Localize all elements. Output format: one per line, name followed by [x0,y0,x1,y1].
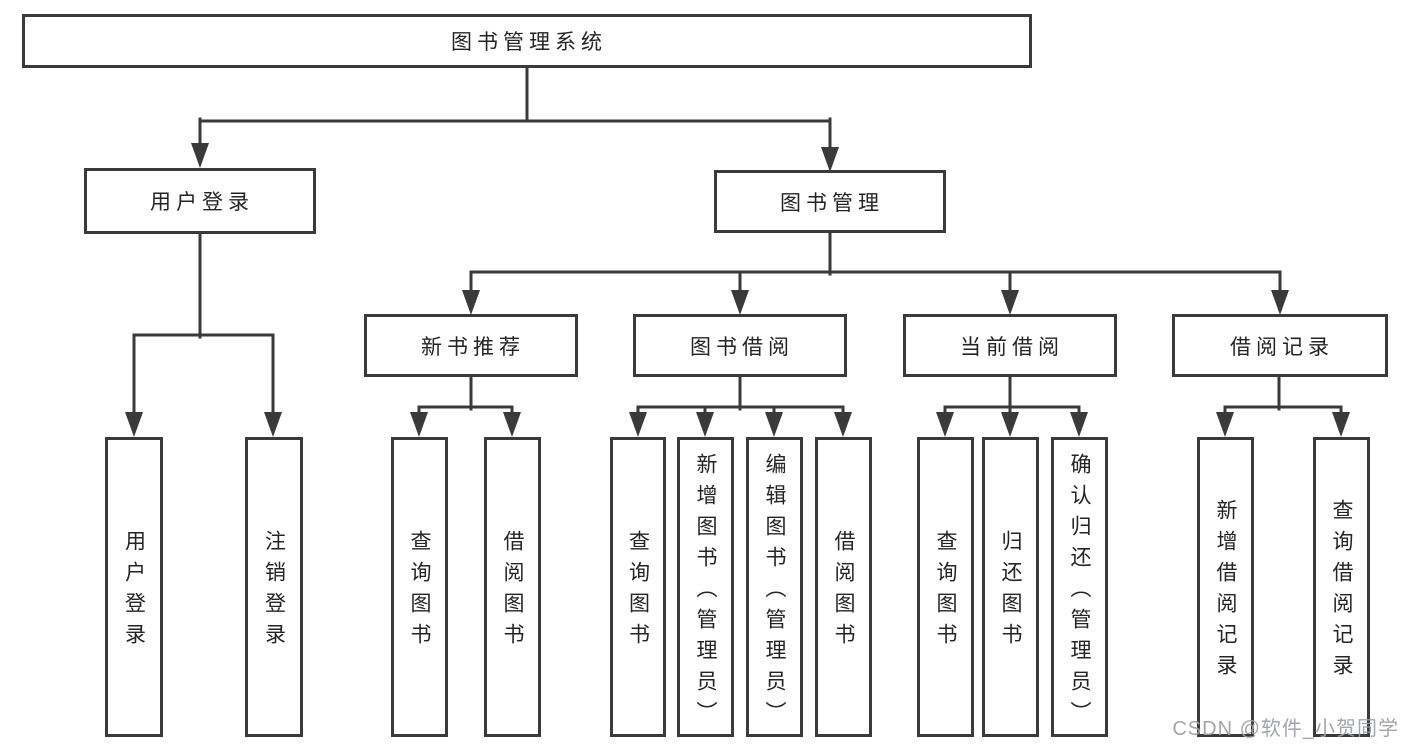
node-current-borrowing-label: 当前借阅 [960,335,1064,359]
leaf-borrow-edit-books-admin: 编辑图书（管理员） [746,437,803,737]
leaf-records-add-record: 新增借阅记录 [1197,437,1254,737]
leaf-logout-label: 注销登录 [262,530,286,654]
leaf-borrow-query-books-label: 查询图书 [626,530,650,654]
node-new-book-recommend-label: 新书推荐 [421,335,525,359]
leaf-borrow-add-books-admin: 新增图书（管理员） [677,437,734,737]
leaf-current-return-books: 归还图书 [982,437,1039,737]
node-book-borrowing-label: 图书借阅 [690,335,794,359]
node-book-management: 图书管理 [714,170,946,233]
leaf-current-confirm-return-admin: 确认归还（管理员） [1051,437,1108,737]
node-user-login: 用户登录 [84,168,316,234]
node-library-system: 图书管理系统 [22,14,1032,68]
leaf-user-login-label: 用户登录 [122,530,146,654]
csdn-watermark: CSDN @软件_小贺同学 [1172,718,1399,740]
leaf-newbook-query-books-label: 查询图书 [408,530,431,654]
leaf-current-query-books: 查询图书 [917,437,974,737]
node-library-system-label: 图书管理系统 [451,31,607,54]
node-borrowing-records-label: 借阅记录 [1230,335,1334,359]
leaf-current-confirm-return-admin-label: 确认归还（管理员） [1068,452,1091,732]
leaf-borrow-query-books: 查询图书 [610,437,666,737]
node-borrowing-records: 借阅记录 [1172,314,1388,377]
leaf-borrow-edit-books-admin-label: 编辑图书（管理员） [763,452,786,732]
node-book-borrowing: 图书借阅 [633,314,847,377]
leaf-newbook-borrow-books-label: 借阅图书 [501,530,524,654]
leaf-records-add-record-label: 新增借阅记录 [1214,499,1237,685]
leaf-newbook-query-books: 查询图书 [391,437,448,737]
node-book-management-label: 图书管理 [780,191,884,215]
node-user-login-label: 用户登录 [150,191,254,214]
node-current-borrowing: 当前借阅 [903,314,1117,377]
leaf-records-query-record-label: 查询借阅记录 [1330,499,1353,685]
leaf-user-login: 用户登录 [105,437,163,737]
leaf-borrow-borrow-books-label: 借阅图书 [832,530,855,654]
leaf-borrow-add-books-admin-label: 新增图书（管理员） [694,452,717,732]
node-new-book-recommend: 新书推荐 [364,314,578,377]
leaf-current-query-books-label: 查询图书 [934,530,957,654]
leaf-borrow-borrow-books: 借阅图书 [815,437,872,737]
leaf-current-return-books-label: 归还图书 [999,530,1022,654]
leaf-records-query-record: 查询借阅记录 [1313,437,1370,737]
leaf-newbook-borrow-books: 借阅图书 [484,437,541,737]
leaf-logout: 注销登录 [245,437,303,737]
